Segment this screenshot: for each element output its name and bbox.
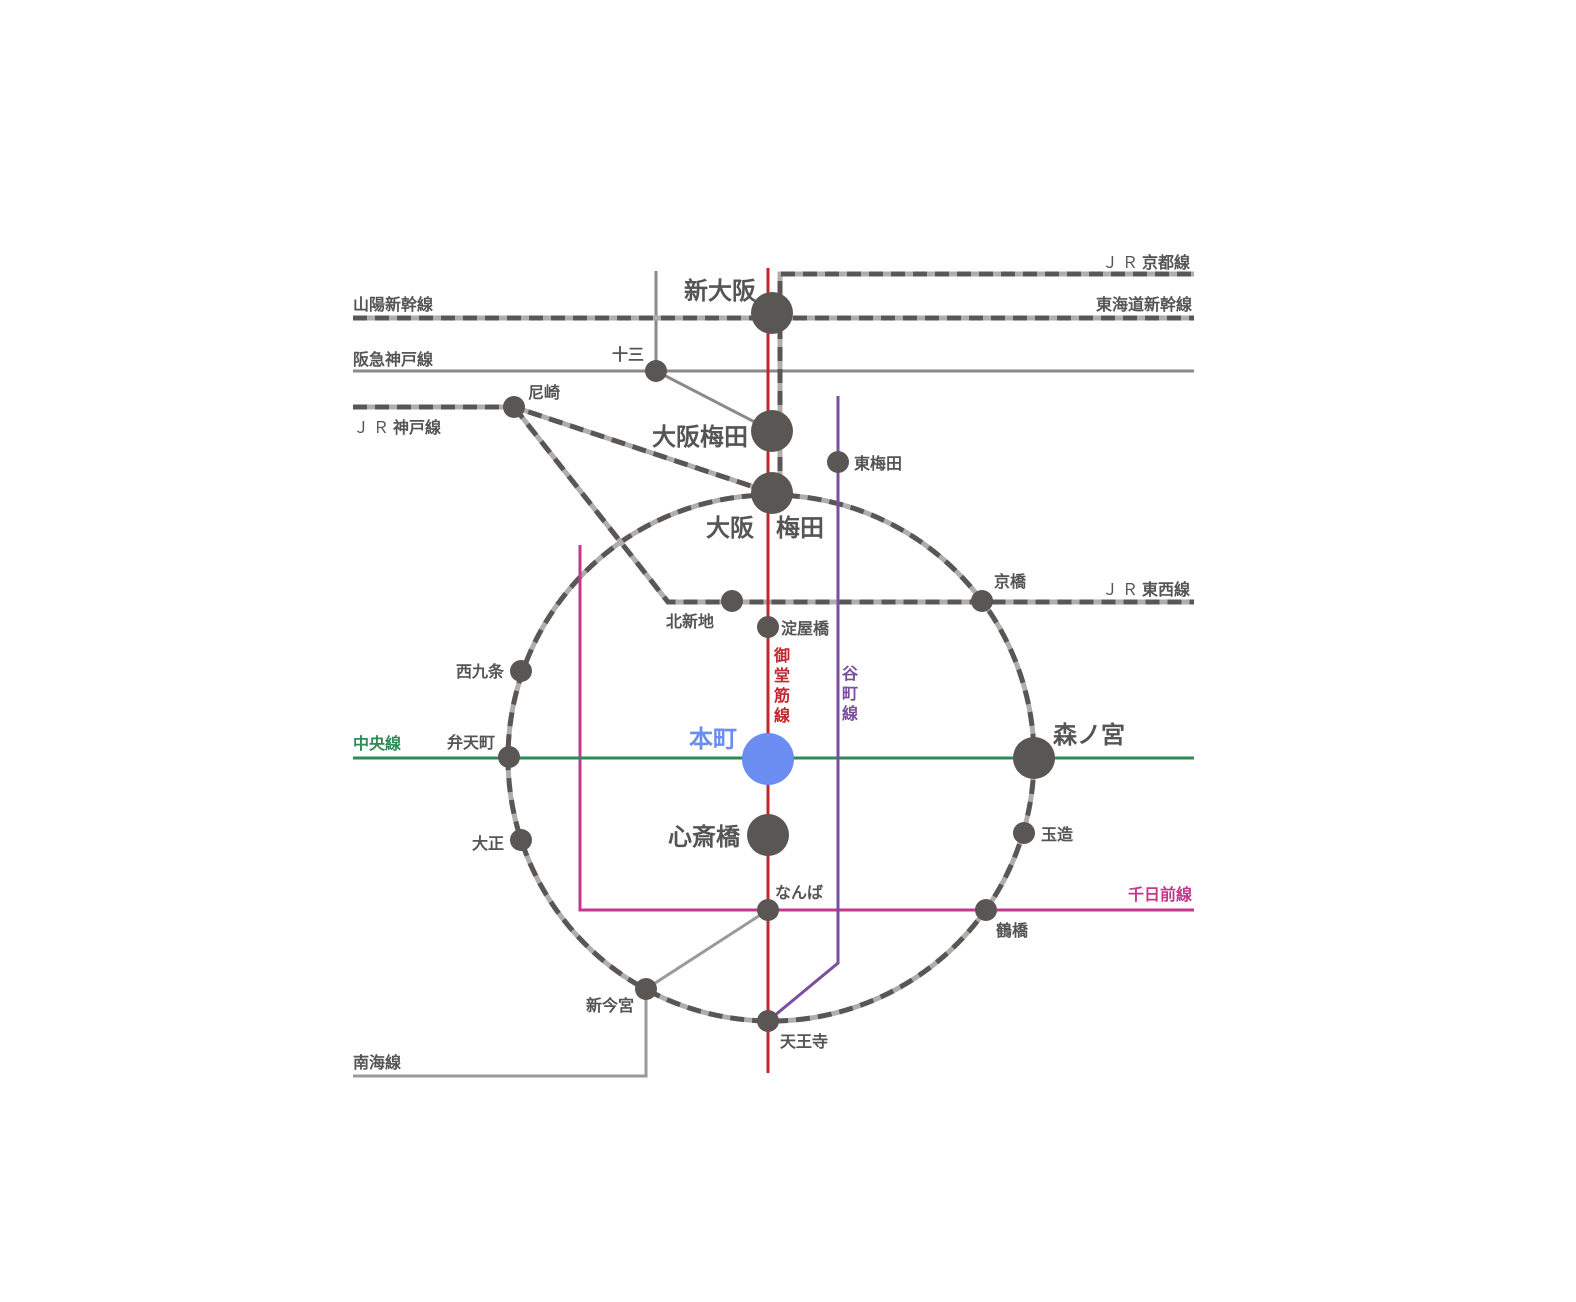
station-tennoji[interactable] <box>757 1010 779 1032</box>
label-sanyo-shinkansen: 山陽新幹線 <box>353 295 433 314</box>
label-morinomiya: 森ノ宮 <box>1053 721 1125 749</box>
juso-branch-line <box>654 271 773 433</box>
label-sennichimae-line: 千日前線 <box>1128 885 1192 904</box>
station-namba[interactable] <box>757 899 779 921</box>
label-tamatsukuri: 玉造 <box>1041 825 1074 844</box>
label-osaka: 大阪 <box>706 514 754 542</box>
label-jr-prefix: ＪＲ <box>1102 253 1142 272</box>
station-higashi-umeda[interactable] <box>827 451 849 473</box>
station-juso[interactable] <box>645 360 667 382</box>
label-nankai-line: 南海線 <box>353 1053 401 1072</box>
label-jr-prefix: ＪＲ <box>353 418 393 437</box>
label-jr-kobe: ＪＲ神戸線 <box>353 418 441 437</box>
label-midosuji-char: 御 <box>773 646 790 665</box>
label-bentencho: 弁天町 <box>447 733 495 752</box>
station-shin-imamiya[interactable] <box>635 978 657 1000</box>
stations <box>498 292 1055 1032</box>
label-kitashinchi: 北新地 <box>666 612 714 631</box>
station-amagasaki[interactable] <box>503 396 525 418</box>
label-yodoyabashi: 淀屋橋 <box>781 619 830 638</box>
station-tsuruhashi[interactable] <box>975 899 997 921</box>
station-taisho[interactable] <box>510 829 532 851</box>
jr-tozai-line <box>512 405 1194 605</box>
tanimachi-line <box>767 396 840 1023</box>
label-midosuji-char: 筋 <box>773 686 790 705</box>
label-midosuji-char: 線 <box>774 706 790 725</box>
station-osaka-umeda[interactable] <box>751 472 793 514</box>
label-tanimachi-char: 町 <box>842 684 858 703</box>
label-shin-imamiya: 新今宮 <box>586 996 634 1015</box>
label-jr-kyoto-text: 京都線 <box>1142 253 1190 272</box>
label-tsuruhashi: 鶴橋 <box>996 921 1029 940</box>
station-tamatsukuri[interactable] <box>1013 822 1035 844</box>
label-midosuji-line: 御 堂 筋 線 <box>773 646 790 725</box>
label-hankyu-kobe: 阪急神戸線 <box>353 350 433 369</box>
label-amagasaki: 尼崎 <box>528 383 560 402</box>
label-chuo-line: 中央線 <box>353 734 401 753</box>
station-bentencho[interactable] <box>498 746 520 768</box>
station-kitashinchi[interactable] <box>721 590 743 612</box>
label-tanimachi-line: 谷 町 線 <box>842 664 859 723</box>
label-jr-kobe-text: 神戸線 <box>393 418 441 437</box>
station-honmachi[interactable] <box>742 733 794 785</box>
label-honmachi: 本町 <box>689 725 737 753</box>
label-tennoji: 天王寺 <box>780 1032 828 1051</box>
label-shinsaibashi: 心斎橋 <box>668 823 741 851</box>
station-nishikujo[interactable] <box>510 660 532 682</box>
station-morinomiya[interactable] <box>1013 737 1055 779</box>
label-higashi-umeda: 東梅田 <box>854 454 902 473</box>
label-kyobashi: 京橋 <box>994 572 1027 591</box>
label-namba: なんば <box>775 883 823 902</box>
label-shin-osaka: 新大阪 <box>684 277 756 305</box>
nankai-line <box>353 908 769 1078</box>
station-shinsaibashi[interactable] <box>747 814 789 856</box>
station-yodoyabashi[interactable] <box>757 616 779 638</box>
label-midosuji-char: 堂 <box>774 666 790 685</box>
label-tanimachi-char: 線 <box>842 704 858 723</box>
station-shin-osaka[interactable] <box>751 292 793 334</box>
label-taisho: 大正 <box>472 834 504 853</box>
label-juso: 十三 <box>612 345 644 364</box>
label-tanimachi-char: 谷 <box>842 664 859 683</box>
label-jr-tozai: ＪＲ東西線 <box>1102 580 1190 599</box>
label-tokaido-shinkansen: 東海道新幹線 <box>1096 295 1192 314</box>
label-jr-kyoto: ＪＲ京都線 <box>1102 253 1190 272</box>
label-nishikujo: 西九条 <box>456 662 505 681</box>
label-osaka-umeda-hankyu: 大阪梅田 <box>652 423 748 451</box>
station-kyobashi[interactable] <box>971 590 993 612</box>
label-umeda: 梅田 <box>776 514 824 542</box>
label-jr-prefix: ＪＲ <box>1102 580 1142 599</box>
station-osaka-umeda-hankyu[interactable] <box>751 410 793 452</box>
label-jr-tozai-text: 東西線 <box>1142 580 1190 599</box>
